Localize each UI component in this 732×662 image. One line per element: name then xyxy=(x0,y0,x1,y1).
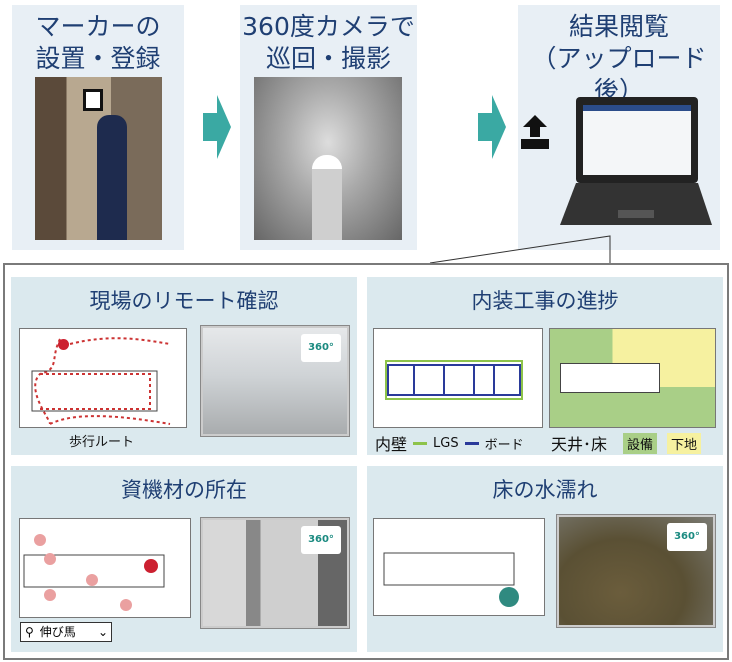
panel-remote-check: 現場のリモート確認 歩行ルート 360° xyxy=(11,277,357,455)
step-camera-patrol: 360度カメラで 巡回・撮影 xyxy=(240,5,417,250)
step-view-results: 結果閲覧 （アップロード後） xyxy=(518,5,720,250)
360-icon: 360° xyxy=(301,526,341,554)
corridor-photo xyxy=(254,77,402,240)
legend-ceiling: 天井･床 xyxy=(551,435,608,454)
wall-legend: 内壁 LGS ボード xyxy=(375,431,524,455)
panel-material-location: 資機材の所在 ⚲ 伸び馬 ⌄ 360° xyxy=(11,466,357,652)
step-title: マーカーの 設置・登録 xyxy=(35,12,161,73)
panel-interior-progress: 内装工事の進捗 内壁 LGS ボード 天井･床 設備 下地 xyxy=(367,277,723,455)
floor-plan xyxy=(19,328,187,428)
worker-photo xyxy=(35,77,162,240)
water-marker[interactable] xyxy=(499,587,519,607)
lgs-swatch xyxy=(413,441,428,445)
marker-icon xyxy=(83,89,103,111)
wall-plan xyxy=(373,328,543,428)
wall-progress-drawing xyxy=(385,360,523,400)
panorama-view[interactable]: 360° xyxy=(556,514,716,628)
ceiling-legend: 天井･床 設備 下地 xyxy=(551,431,702,455)
plan-drawing xyxy=(23,554,165,588)
material-marker[interactable] xyxy=(34,534,46,546)
legend-wall: 内壁 xyxy=(375,435,408,454)
selected-material-marker[interactable] xyxy=(144,559,158,573)
panorama-view[interactable]: 360° xyxy=(200,517,350,629)
board-swatch xyxy=(464,441,479,445)
location-marker[interactable] xyxy=(58,339,69,350)
material-marker[interactable] xyxy=(86,574,98,586)
search-value: 伸び馬 xyxy=(39,625,76,639)
chevron-down-icon: ⌄ xyxy=(97,625,108,639)
material-marker[interactable] xyxy=(120,599,132,611)
core-area xyxy=(560,363,660,393)
arrow-right-icon xyxy=(478,95,506,159)
step-marker-setup: マーカーの 設置・登録 xyxy=(12,5,184,250)
legend-equip: 設備 xyxy=(623,432,658,454)
legend-lgs: LGS xyxy=(433,435,459,451)
walking-route xyxy=(31,337,171,425)
equipment-area xyxy=(550,387,715,427)
plan-drawing xyxy=(383,552,515,586)
panorama-view[interactable]: 360° xyxy=(200,325,350,437)
arrow-right-icon xyxy=(203,95,231,159)
results-frame: 現場のリモート確認 歩行ルート 360° 内装工事の進捗 内壁 LGS ボード … xyxy=(3,263,729,660)
floor-plan xyxy=(373,518,545,616)
step-title: 結果閲覧 （アップロード後） xyxy=(531,12,707,105)
panel-title: 資機材の所在 xyxy=(121,478,247,502)
upload-icon xyxy=(521,115,549,149)
worker-figure xyxy=(97,115,127,240)
legend-board: ボード xyxy=(484,437,524,453)
material-marker[interactable] xyxy=(44,553,56,565)
panel-floor-water: 床の水濡れ 360° xyxy=(367,466,723,652)
route-label: 歩行ルート xyxy=(69,435,135,450)
material-marker[interactable] xyxy=(44,589,56,601)
ceiling-floor-plan xyxy=(549,328,716,428)
step-title: 360度カメラで 巡回・撮影 xyxy=(242,12,415,73)
worker-figure xyxy=(312,155,342,240)
search-icon: ⚲ xyxy=(25,625,34,639)
legend-base: 下地 xyxy=(667,432,702,454)
panel-title: 内装工事の進捗 xyxy=(471,289,619,313)
floor-plan xyxy=(19,518,191,618)
360-icon: 360° xyxy=(301,334,341,362)
laptop-icon xyxy=(560,97,712,225)
panel-title: 現場のリモート確認 xyxy=(89,289,279,313)
360-icon: 360° xyxy=(667,523,707,551)
panel-title: 床の水濡れ xyxy=(492,478,598,502)
callout-line xyxy=(429,235,611,264)
material-search-select[interactable]: ⚲ 伸び馬 ⌄ xyxy=(20,622,112,642)
